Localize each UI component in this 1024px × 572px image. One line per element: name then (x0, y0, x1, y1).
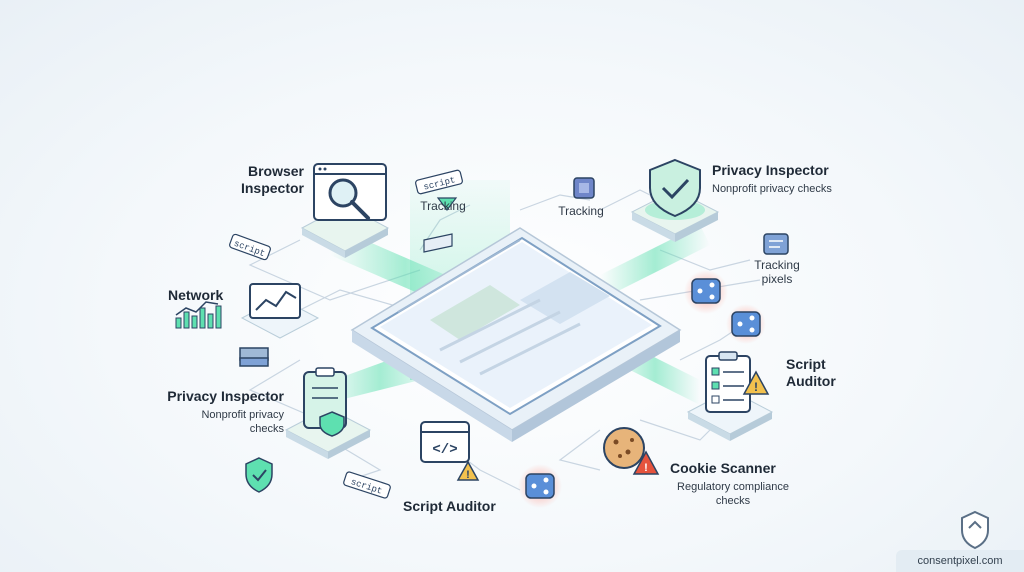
script-tag: script (343, 471, 391, 499)
cookie-scanner-sublabel: Regulatory compliance checks (677, 481, 789, 507)
tracking-cube-icon (573, 177, 595, 199)
svg-text:!: ! (466, 469, 470, 481)
checklist-icon (705, 351, 751, 413)
cookie-icon (603, 427, 645, 469)
alert-icon: ! (632, 450, 660, 475)
magnifier-icon (328, 178, 370, 220)
svg-text:!: ! (754, 380, 758, 394)
shield-check-icon (649, 158, 701, 218)
network-label: Network (168, 287, 224, 303)
share-icon (726, 304, 766, 344)
privacy-inspector-top-node (630, 158, 720, 242)
browser-inspector-node (300, 163, 390, 258)
server-icon (239, 347, 269, 367)
script-auditor-right-label: Script Auditor (786, 356, 836, 389)
warning-icon: ! (456, 460, 480, 481)
share-icon (684, 270, 728, 314)
script-auditor-bottom-label: Script Auditor (403, 498, 496, 514)
consentpixel-logo-icon (961, 510, 989, 550)
script-tag: script (229, 233, 271, 261)
code-icon: </> (432, 442, 457, 458)
privacy-inspector-left-node (284, 367, 372, 459)
privacy-inspector-top-sublabel: Nonprofit privacy checks (712, 183, 832, 195)
tracking-label-left: Tracking (420, 199, 466, 213)
share-icon (518, 464, 562, 508)
browser-inspector-label: Browser Inspector (240, 163, 304, 196)
network-node (175, 283, 320, 339)
browser-window-icon (423, 233, 453, 253)
download-arrow-icon (436, 197, 458, 211)
shield-small-icon (245, 457, 273, 493)
warning-icon: ! (742, 370, 770, 395)
script-auditor-right-node: ! (686, 351, 774, 441)
bar-chart-icon (175, 305, 222, 329)
central-browser-tablet (350, 227, 682, 442)
cookie-scanner-node: ! (603, 427, 660, 475)
clipboard-icon (303, 367, 347, 437)
tracking-label-mid: Tracking (558, 204, 604, 218)
privacy-inspector-left-label: Privacy Inspector (167, 388, 284, 404)
script-auditor-bottom-node: </> ! (420, 421, 480, 481)
cookie-scanner-label: Cookie Scanner (670, 460, 776, 476)
watermark-link[interactable]: consentpixel.com (896, 550, 1024, 572)
tracking-pixels-label: Tracking pixels (754, 258, 800, 286)
tracking-pixel-icon (763, 233, 789, 255)
svg-text:!: ! (644, 462, 648, 474)
privacy-inspector-left-sublabel: Nonprofit privacy checks (201, 409, 284, 435)
privacy-inspector-top-label: Privacy Inspector (712, 162, 829, 178)
